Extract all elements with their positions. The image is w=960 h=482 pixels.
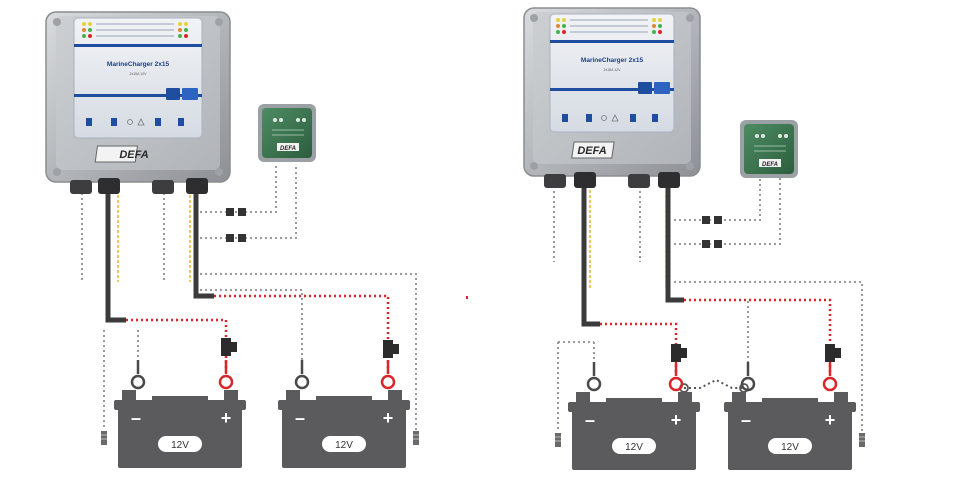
left-cable-glands (70, 178, 208, 194)
right-battery-1-plus: + (671, 410, 682, 430)
left-main-cables (105, 182, 214, 323)
right-charger-model: MarineCharger 2x15 (581, 57, 644, 64)
left-battery-1: – + 12V (114, 358, 246, 468)
left-temp-sensor-1 (100, 430, 108, 446)
right-battery-1: – + 12V (568, 360, 700, 470)
left-button-row (86, 118, 184, 126)
left-charger-subtitle: 2x15A 12V (130, 72, 148, 76)
svg-text:DEFA: DEFA (762, 162, 778, 168)
left-battery-1-voltage: 12V (171, 440, 189, 451)
right-button-row (562, 114, 658, 122)
right-setup: MarineCharger 2x15 2x15A 12V DEFA (523, 7, 866, 470)
left-battery-1-minus: – (131, 408, 141, 428)
left-battery-1-plus: + (221, 408, 232, 428)
left-battery-2-neg-terminal (294, 358, 310, 390)
right-fuse-1 (671, 344, 687, 362)
left-fuse-1 (221, 338, 237, 356)
left-status-leds (82, 22, 188, 38)
right-battery-2-voltage: 12V (781, 442, 799, 453)
right-temp-sensor-2 (858, 432, 866, 448)
svg-text:DEFA: DEFA (119, 149, 148, 161)
right-charger-logo: DEFA (571, 141, 615, 159)
right-battery-2-plus: + (825, 410, 836, 430)
left-battery-1-neg-terminal (130, 358, 146, 390)
svg-text:DEFA: DEFA (577, 145, 606, 157)
right-battery-1-minus: – (585, 410, 595, 430)
left-battery-2: – + 12V (278, 358, 410, 468)
right-battery-2-pos-terminal (822, 360, 838, 392)
left-battery-1-pos-terminal (218, 358, 234, 390)
right-cable-glands (544, 172, 680, 188)
left-positive-wires (126, 294, 390, 372)
right-charger: MarineCharger 2x15 2x15A 12V DEFA (523, 7, 701, 188)
svg-text:DEFA: DEFA (280, 146, 296, 152)
left-setup: MarineCharger 2x15 2x15A 12V DEFA (45, 11, 420, 468)
left-battery-2-voltage: 12V (335, 440, 353, 451)
left-temp-sensor-2 (412, 430, 420, 446)
right-yellow-wires (589, 190, 667, 290)
right-battery-1-neg-terminal (586, 360, 602, 392)
right-main-cables (581, 180, 684, 327)
right-battery-1-voltage: 12V (625, 442, 643, 453)
right-positive-wires (600, 298, 832, 372)
left-temp-sensor-wires (81, 164, 417, 430)
right-battery-2: – + 12V (724, 360, 856, 470)
right-charger-subtitle: 2x15A 12V (604, 68, 622, 72)
left-remote-panel: DEFA (258, 104, 316, 162)
left-battery-2-pos-terminal (380, 358, 396, 390)
left-battery-2-plus: + (383, 408, 394, 428)
right-status-leds (556, 18, 662, 34)
left-charger: MarineCharger 2x15 2x15A 12V DEFA (45, 11, 231, 194)
left-charger-model: MarineCharger 2x15 (107, 61, 170, 68)
right-fuse-2 (825, 344, 841, 362)
right-battery-link (684, 378, 744, 389)
stray-mark (466, 296, 468, 299)
left-charger-logo: DEFA (94, 145, 149, 163)
right-temp-sensor-1 (554, 432, 562, 448)
right-connector-1 (702, 216, 722, 224)
right-connector-2 (702, 240, 722, 248)
left-fuse-2 (383, 340, 399, 358)
left-yellow-wires (117, 190, 191, 282)
left-battery-2-minus: – (295, 408, 305, 428)
right-remote-panel: DEFA (740, 120, 798, 178)
right-battery-2-minus: – (741, 410, 751, 430)
